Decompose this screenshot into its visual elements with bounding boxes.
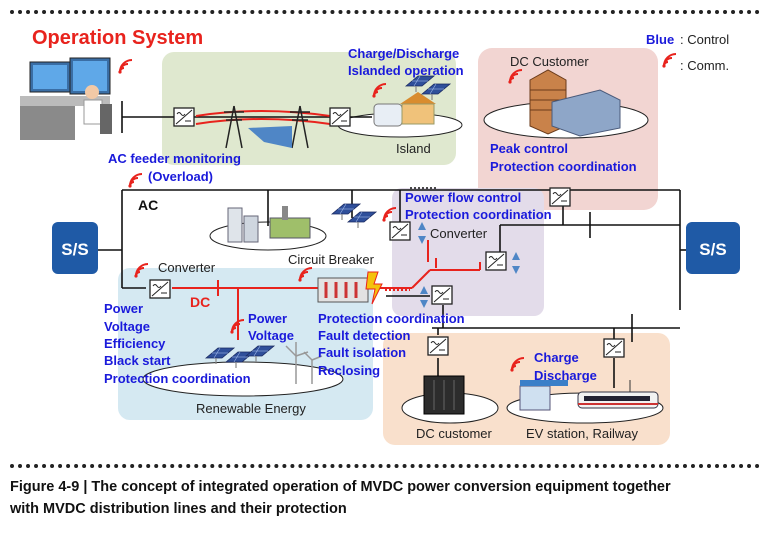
- caption-line-1: Figure 4-9 | The concept of integrated o…: [10, 479, 671, 495]
- power-lines: [96, 101, 686, 395]
- label-charge: Charge: [534, 350, 579, 365]
- label-dc-customer-top: DC Customer: [510, 54, 589, 69]
- label-power-flow-control: Power flow control: [405, 190, 521, 205]
- figure-caption: Figure 4-9 | The concept of integrated o…: [10, 476, 760, 520]
- fault-lightning-icon: [365, 271, 383, 305]
- converter-zone: [392, 188, 544, 316]
- label-circuit-breaker: Circuit Breaker: [288, 252, 375, 267]
- caption-dotted-rule: [10, 464, 760, 468]
- control-arrow-icon: [418, 222, 520, 308]
- page-title: Operation System: [32, 27, 203, 49]
- label-ev-station-railway: EV station, Railway: [526, 426, 638, 441]
- label-fault-isolation: Fault isolation: [318, 345, 406, 360]
- ss-right-box: [686, 222, 740, 274]
- island-cables: [195, 110, 331, 125]
- ss-left-box: [52, 222, 98, 274]
- top-dotted-rule: [10, 10, 760, 14]
- label-islanded-operation: Islanded operation: [348, 63, 464, 78]
- label-discharge: Discharge: [534, 368, 597, 383]
- label-power-left: Power: [104, 301, 143, 316]
- river-shape: [248, 126, 292, 148]
- label-peak-control: Peak control: [490, 141, 568, 156]
- renewable-ground: [142, 361, 344, 397]
- label-protection-coordination-mid: Protection coordination: [405, 207, 552, 222]
- caption-line-2: with MVDC distribution lines and their p…: [10, 501, 347, 517]
- legend-comm-text: : Comm.: [680, 58, 729, 73]
- factory-icon: [227, 206, 311, 243]
- label-black-start: Black start: [104, 353, 171, 368]
- label-ac: AC: [138, 197, 158, 213]
- transmission-tower-icon: [224, 105, 310, 149]
- label-fault-detection: Fault detection: [318, 328, 411, 343]
- label-protection-coordination-left: Protection coordination: [104, 371, 251, 386]
- label-dc-customer-bottom: DC customer: [416, 426, 493, 441]
- legend-control-text: : Control: [680, 32, 729, 47]
- label-ss-left: S/S: [61, 240, 88, 259]
- circuit-breaker-icon: [317, 277, 369, 303]
- wind-turbine-icon: [285, 342, 323, 384]
- label-dc: DC: [190, 294, 210, 310]
- legend-blue-word: Blue: [646, 32, 674, 47]
- label-voltage-left: Voltage: [104, 319, 150, 334]
- label-efficiency: Efficiency: [104, 336, 166, 351]
- label-island: Island: [396, 141, 431, 156]
- label-converter-left: Converter: [158, 260, 216, 275]
- label-power-center: Power: [248, 311, 287, 326]
- label-renewable-energy: Renewable Energy: [196, 401, 306, 416]
- label-reclosing: Reclosing: [318, 363, 380, 378]
- building-icon: [529, 69, 621, 137]
- label-ss-right: S/S: [699, 240, 726, 259]
- label-overload: (Overload): [148, 169, 213, 184]
- label-converter-right: Converter: [430, 226, 488, 241]
- island-house-icon: [373, 92, 436, 127]
- label-voltage-center: Voltage: [248, 328, 294, 343]
- label-ac-feeder-monitoring: AC feeder monitoring: [108, 151, 241, 166]
- label-charge-discharge: Charge/Discharge: [348, 46, 459, 61]
- label-protection-coordination-center: Protection coordination: [318, 311, 465, 326]
- ev-charger-icon: [519, 380, 568, 411]
- operator-workstation-icon: [20, 57, 112, 140]
- train-icon: [577, 380, 659, 409]
- battery-rack-icon: [423, 375, 465, 415]
- label-protection-coordination-top: Protection coordination: [490, 159, 637, 174]
